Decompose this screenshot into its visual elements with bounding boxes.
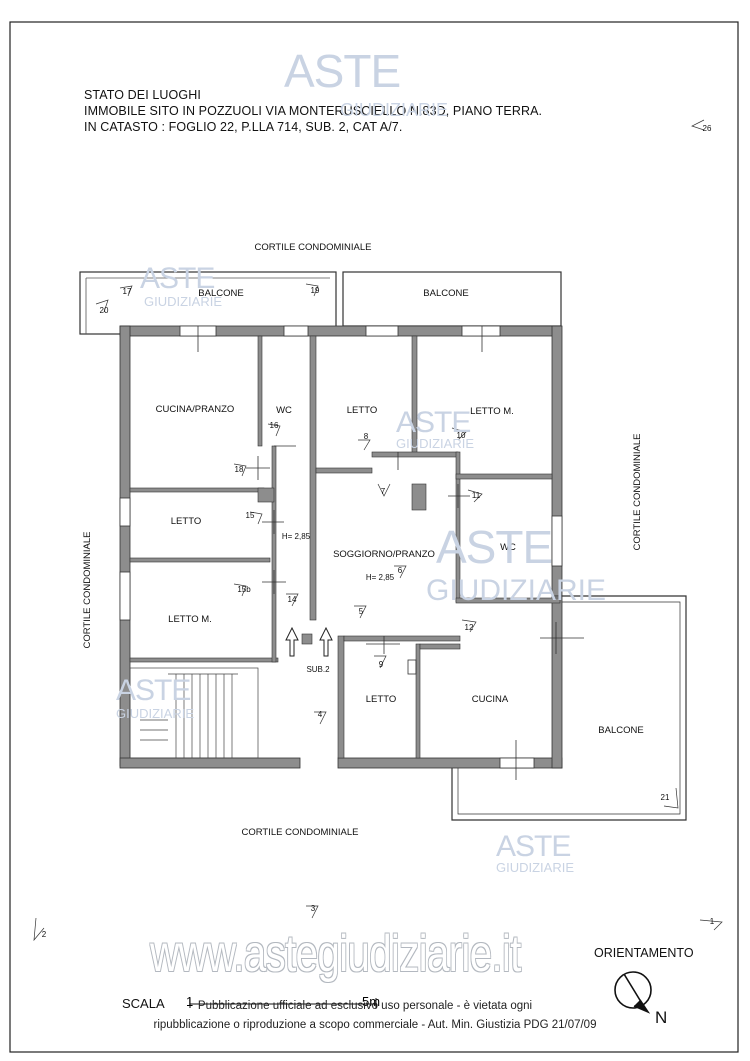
label-soggiorno: SOGGIORNO/PRANZO <box>333 549 435 560</box>
label-cortile-bottom: CORTILE CONDOMINIALE <box>241 827 358 838</box>
label-balcone-right: BALCONE <box>598 725 643 736</box>
label-height-corridor: H= 2,85 <box>282 532 311 541</box>
exterior-walls <box>119 325 563 769</box>
interior-walls <box>129 335 561 759</box>
label-height-soggiorno: H= 2,85 <box>366 573 395 582</box>
pp-1: 1 <box>710 917 715 926</box>
photo-point-markers <box>33 119 723 942</box>
pp-8: 8 <box>364 432 369 441</box>
label-cucina-pranzo: CUCINA/PRANZO <box>156 404 235 415</box>
pp-19: 19 <box>311 286 320 295</box>
pp-20: 20 <box>100 306 109 315</box>
balcony-top-right <box>342 271 562 327</box>
label-wc-top: WC <box>276 405 292 416</box>
label-cortile-left: CORTILE CONDOMINIALE <box>82 531 93 648</box>
north-arrow-icon <box>614 971 652 1014</box>
title-line-2: IMMOBILE SITO IN POZZUOLI VIA MONTERUSCI… <box>84 104 543 118</box>
label-wc-right: WC <box>500 542 516 553</box>
entrance-arrows <box>285 626 333 657</box>
pp-2: 2 <box>42 930 47 939</box>
pp-4: 4 <box>318 710 323 719</box>
pp-26: 26 <box>703 124 712 133</box>
pp-14: 14 <box>288 595 297 604</box>
title-line-1: STATO DEI LUOGHI <box>84 88 201 102</box>
stairs <box>129 667 259 759</box>
pp-5: 5 <box>359 607 364 616</box>
pp-6: 6 <box>398 566 403 575</box>
pp-15: 15 <box>246 511 255 520</box>
pp-18: 18 <box>235 465 244 474</box>
pp-9: 9 <box>379 660 384 669</box>
windows <box>119 325 563 769</box>
label-balcone-top-right: BALCONE <box>423 288 468 299</box>
page-frame <box>9 21 739 1053</box>
pp-17: 17 <box>123 287 132 296</box>
label-balcone-left: BALCONE <box>198 288 243 299</box>
scale-start: 1 <box>186 994 194 1009</box>
scale-label: SCALA <box>122 996 165 1011</box>
watermark-website: www.astegiudiziarie.it <box>150 925 521 983</box>
pp-21: 21 <box>661 793 670 802</box>
label-sub: SUB.2 <box>306 665 330 674</box>
north-label: N <box>655 1008 668 1027</box>
scale-bar <box>189 998 377 1008</box>
label-letto-m-left: LETTO M. <box>168 614 212 625</box>
pp-3: 3 <box>311 904 316 913</box>
scale-end: 5m <box>362 994 381 1009</box>
label-letto-bottom: LETTO <box>366 694 396 705</box>
pp-15b: 15b <box>237 585 251 594</box>
footer-line-2: ripubblicazione o riproduzione a scopo c… <box>153 1019 597 1031</box>
label-cucina: CUCINA <box>472 694 509 705</box>
label-letto-mid: LETTO <box>171 516 201 527</box>
pp-11: 11 <box>472 491 481 500</box>
label-cortile-top: CORTILE CONDOMINIALE <box>254 242 371 253</box>
pp-16: 16 <box>270 421 279 430</box>
label-letto-top: LETTO <box>347 405 377 416</box>
orientation-label: ORIENTAMENTO <box>594 946 694 960</box>
pp-10: 10 <box>457 431 466 440</box>
pp-7: 7 <box>381 487 386 496</box>
door-markers <box>197 326 584 780</box>
balcony-top-left <box>79 271 337 335</box>
footer-line-1: Pubblicazione ufficiale ad esclusivo uso… <box>197 1000 533 1012</box>
label-letto-m-top: LETTO M. <box>470 406 514 417</box>
pp-12: 12 <box>465 623 474 632</box>
title-line-3: IN CATASTO : FOGLIO 22, P.LLA 714, SUB. … <box>84 120 403 134</box>
label-cortile-right: CORTILE CONDOMINIALE <box>632 433 643 550</box>
balcony-right <box>451 595 687 821</box>
